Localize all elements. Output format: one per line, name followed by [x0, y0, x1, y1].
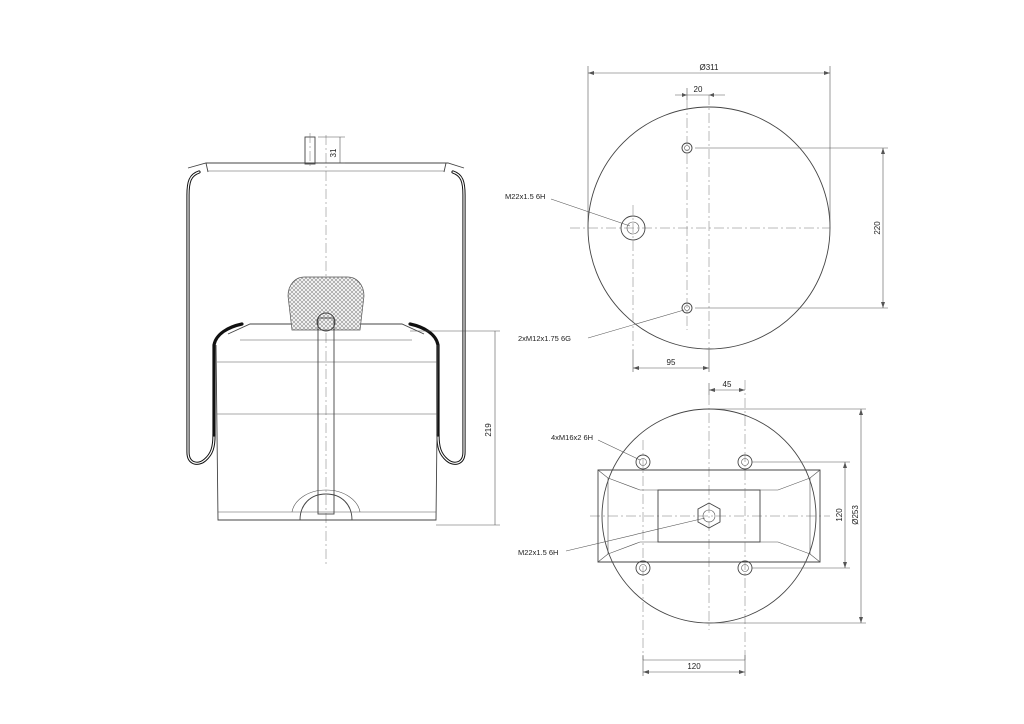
bottom-hole-spacing-v-label: 120	[835, 508, 844, 522]
bellow-left	[186, 170, 216, 465]
top-diameter-label: Ø311	[700, 63, 720, 72]
dim-top-center-offset: 95	[632, 350, 710, 372]
dim-top-diameter: Ø311	[587, 63, 831, 228]
bottom-center-nut	[697, 502, 721, 529]
dim-top-hole-spacing: 220	[695, 147, 888, 309]
dim-pin-height: 31	[318, 136, 345, 164]
bumper	[287, 276, 365, 331]
dim-top-hole-offset: 20	[675, 85, 725, 100]
bottom-hole-spacing-h-label: 120	[687, 662, 701, 671]
bottom-diameter-label: Ø253	[851, 505, 860, 525]
dim-piston-height: 219	[410, 330, 500, 526]
dim-bottom-diameter: Ø253	[709, 408, 866, 624]
dim-bottom-hole-spacing-v: 120	[752, 461, 850, 569]
top-center-offset-label: 95	[667, 358, 676, 367]
bottom-bolt-threads-label: 4xM16x2 6H	[551, 433, 593, 442]
top-pin	[304, 133, 316, 168]
top-center-hole	[620, 215, 646, 241]
bottom-view: 45 120 Ø253 120	[518, 380, 866, 676]
dim-bottom-hole-spacing-h: 120	[642, 655, 746, 676]
bottom-center-thread-label: M22x1.5 6H	[518, 548, 558, 557]
center-rod	[316, 312, 336, 515]
pin-height-label: 31	[329, 148, 338, 157]
top-side-threads-label: 2xM12x1.75 6G	[518, 334, 571, 343]
callout-bottom-bolt-threads: 4xM16x2 6H	[551, 433, 641, 461]
bellow-right	[436, 170, 466, 465]
top-center-thread-label: M22x1.5 6H	[505, 192, 545, 201]
top-hole-offset-label: 20	[694, 85, 703, 94]
side-view: 31 219	[186, 133, 500, 565]
top-view: Ø311 20 220 95 M22x1.5 6H	[505, 63, 888, 372]
top-hole-spacing-label: 220	[873, 221, 882, 235]
callout-top-center-thread: M22x1.5 6H	[505, 192, 631, 227]
callout-top-side-threads: 2xM12x1.75 6G	[518, 309, 685, 343]
piston-height-label: 219	[484, 423, 493, 437]
bottom-offset-label: 45	[723, 380, 732, 389]
callout-bottom-center-thread: M22x1.5 6H	[518, 517, 706, 557]
dim-bottom-offset: 45	[708, 380, 745, 395]
piston	[215, 323, 439, 521]
